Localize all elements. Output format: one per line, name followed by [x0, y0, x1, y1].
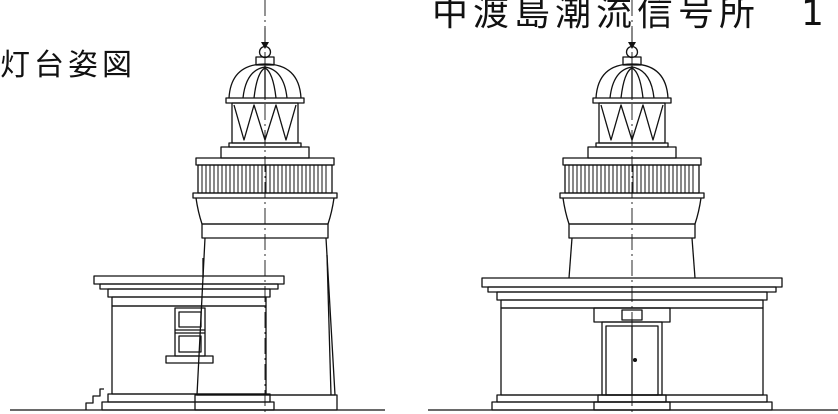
annex-window [165, 307, 214, 364]
annex-building [85, 275, 285, 411]
left-elevation [10, 0, 385, 414]
drawing-caption: 灯台姿図 [0, 48, 136, 83]
drawing-title: 中渡島潮流信号所 1 [432, 0, 829, 34]
arrow-down-icon [261, 42, 269, 49]
right-elevation [428, 0, 838, 414]
arrow-down-icon [628, 42, 636, 49]
